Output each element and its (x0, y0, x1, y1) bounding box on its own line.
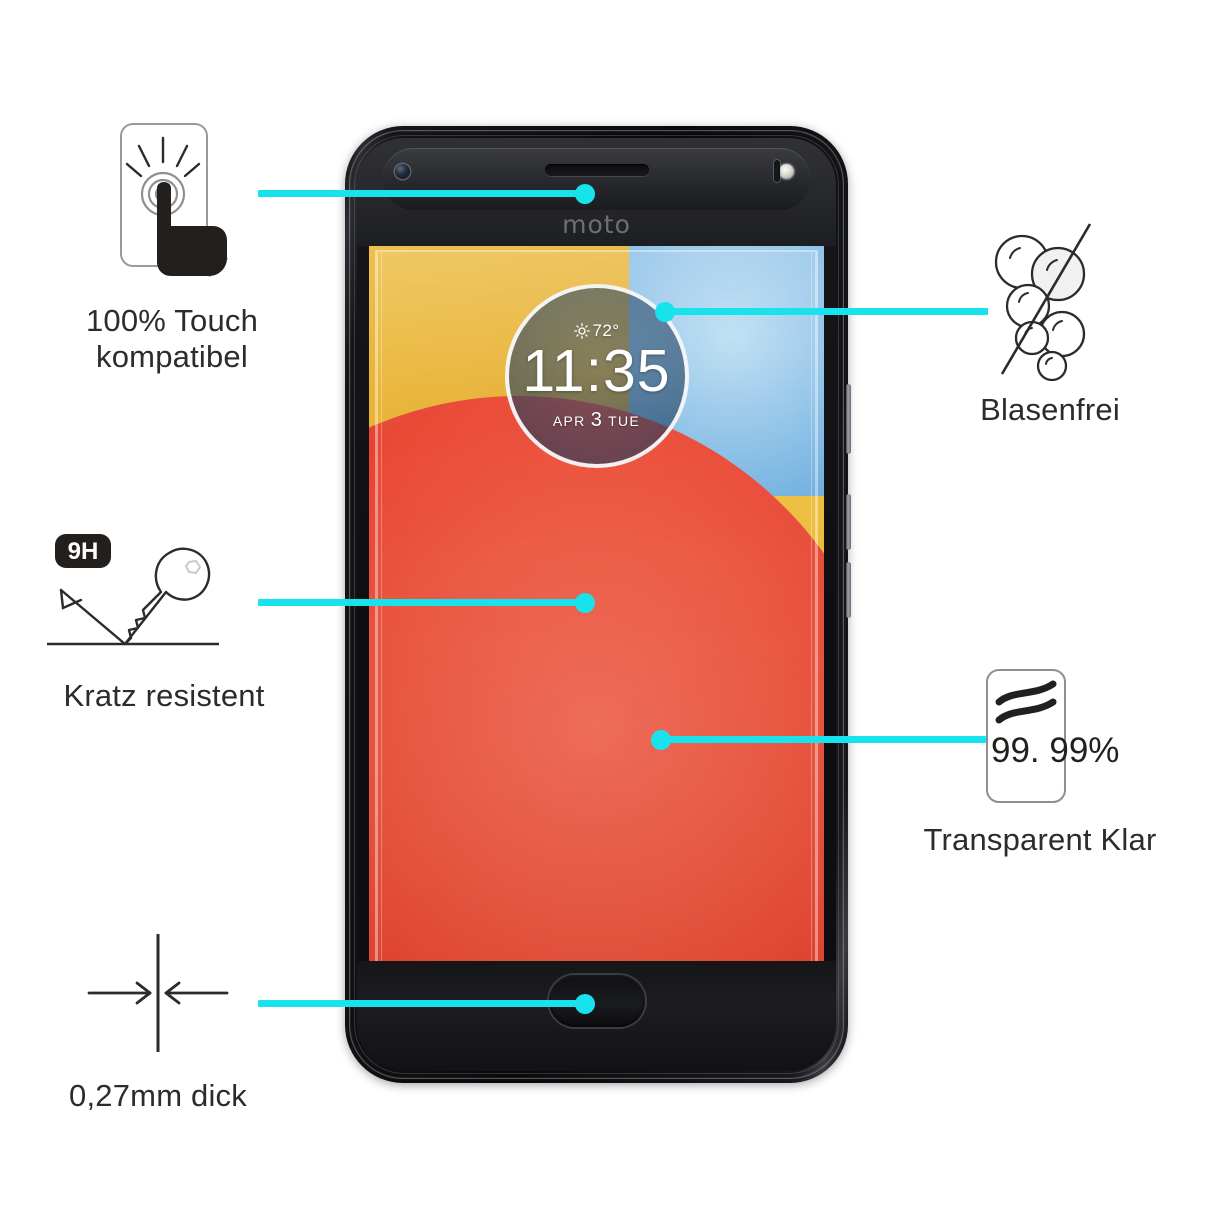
date-month: APR (552, 412, 586, 429)
thickness-arrows-icon (33, 918, 283, 1068)
connector-dot-icon (575, 592, 595, 613)
feature-scratch-label: Kratz resistent (63, 678, 265, 713)
feature-thickness: 0,27mm dick (8, 918, 308, 1114)
connector-line-bubble (655, 301, 988, 322)
clarity-icon: 99. 99% (925, 662, 1155, 812)
earpiece-speaker-icon (544, 164, 649, 176)
feature-bubble-label: Blasenfrei (980, 392, 1120, 427)
feature-scratch-resistant: 9H Kratz resistent (14, 528, 314, 714)
bottom-bezel (357, 961, 836, 1071)
connector-line-scratch (258, 592, 595, 613)
front-flash-icon (779, 164, 794, 179)
clarity-percentage-text: 99. 99% (991, 731, 1119, 770)
key-hardness-icon: 9H (39, 528, 289, 668)
hardness-badge-text: 9H (68, 538, 99, 565)
clock-time: 11:35 (522, 337, 671, 404)
wallpaper-red-circle (369, 396, 824, 961)
feature-transparent-clear: 99. 99% Transparent Klar (890, 662, 1190, 858)
clock-date: APR 3 TUE (553, 409, 640, 432)
connector-line-clear (651, 729, 986, 750)
connector-line-thickness (258, 993, 595, 1014)
volume-up-button[interactable] (846, 494, 851, 550)
lockscreen-clock-widget[interactable]: 72° 11:35 APR 3 TUE (504, 284, 689, 468)
sensor-plate (383, 148, 810, 210)
feature-touch-label: 100% Touch kompatibel (85, 303, 259, 374)
volume-down-button[interactable] (846, 562, 851, 618)
connector-line-touch (258, 183, 595, 204)
connector-dot-icon (575, 993, 595, 1014)
date-weekday: TUE (608, 412, 641, 429)
proximity-sensor-icon (774, 160, 780, 182)
no-bubbles-icon (950, 222, 1150, 382)
feature-touch-compatible: 100% Touch kompatibel (22, 118, 322, 375)
connector-dot-icon (655, 301, 675, 322)
sun-icon (573, 322, 590, 339)
feature-bubble-free: Blasenfrei (900, 222, 1200, 428)
feature-clear-label: Transparent Klar (923, 822, 1157, 857)
feature-thickness-label: 0,27mm dick (69, 1078, 247, 1113)
touch-finger-icon (87, 118, 257, 293)
front-camera-icon (395, 164, 410, 179)
moto-brand-logo: moto (562, 210, 631, 239)
temperature-value: 72° (592, 320, 620, 340)
power-button[interactable] (846, 384, 851, 454)
connector-dot-icon (575, 183, 595, 204)
wallpaper (369, 246, 824, 961)
date-day: 3 (590, 408, 604, 431)
connector-dot-icon (651, 729, 671, 750)
weather-row: 72° (573, 320, 620, 341)
